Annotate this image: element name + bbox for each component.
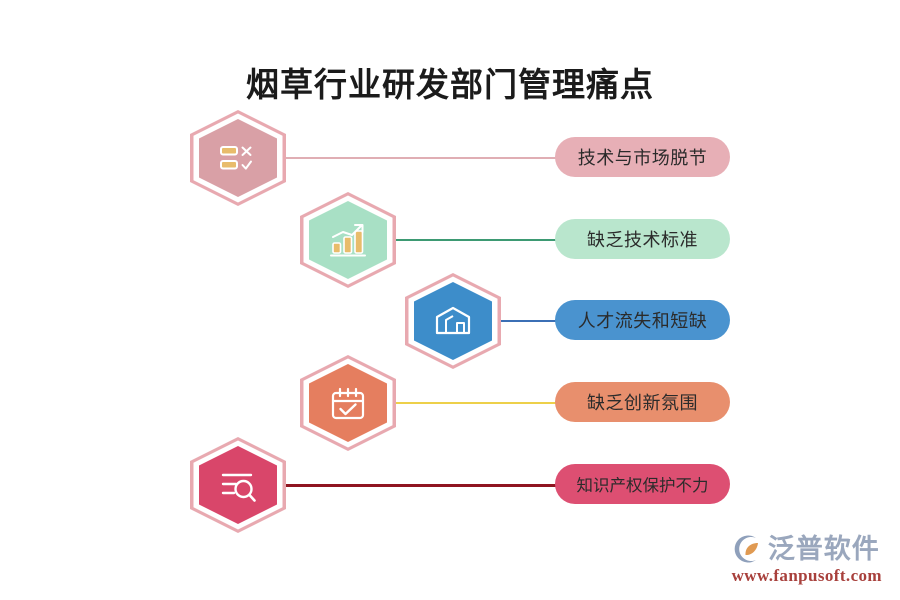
pain-point-label-5[interactable]: 知识产权保护不力 — [555, 464, 730, 504]
hex-fill-5 — [199, 446, 277, 524]
hex-badge-2[interactable] — [300, 192, 396, 288]
fanpu-logo-mark-icon — [734, 535, 758, 563]
hex-fill-3 — [414, 282, 492, 360]
pain-point-label-3[interactable]: 人才流失和短缺 — [555, 300, 730, 340]
pain-point-row-2: 缺乏技术标准 — [0, 192, 900, 288]
bar-chart-growth-icon — [330, 224, 366, 257]
warehouse-building-icon — [435, 306, 471, 335]
connector-line-3 — [453, 320, 562, 322]
pain-point-label-4[interactable]: 缺乏创新氛围 — [555, 382, 730, 422]
document-search-icon — [221, 473, 256, 502]
pain-point-label-text-1: 技术与市场脱节 — [577, 148, 708, 168]
page-title: 烟草行业研发部门管理痛点 — [246, 66, 654, 103]
calendar-check-icon — [331, 387, 365, 420]
watermark: 泛普软件 www.fanpusoft.com — [732, 534, 882, 584]
pain-point-label-text-5: 知识产权保护不力 — [576, 477, 709, 495]
pain-point-label-1[interactable]: 技术与市场脱节 — [555, 137, 730, 177]
pain-point-label-text-3: 人才流失和短缺 — [577, 311, 708, 331]
connector-line-4 — [348, 402, 562, 404]
hex-badge-3[interactable] — [405, 273, 501, 369]
pain-point-row-5: 知识产权保护不力 — [0, 437, 900, 533]
connector-line-5 — [238, 484, 562, 487]
hex-badge-1[interactable] — [190, 110, 286, 206]
watermark-brand-row: 泛普软件 — [734, 534, 880, 564]
watermark-url-text: www.fanpusoft.com — [731, 566, 882, 585]
watermark-brand-text: 泛普软件 — [767, 533, 880, 564]
pain-point-row-4: 缺乏创新氛围 — [0, 355, 900, 451]
hex-fill-4 — [309, 364, 387, 442]
pain-point-label-text-2: 缺乏技术标准 — [587, 230, 698, 250]
pain-point-row-1: 技术与市场脱节 — [0, 110, 900, 206]
connector-line-2 — [348, 239, 562, 241]
connector-line-1 — [238, 157, 562, 159]
hex-badge-4[interactable] — [300, 355, 396, 451]
pain-point-label-2[interactable]: 缺乏技术标准 — [555, 219, 730, 259]
pain-point-row-3: 人才流失和短缺 — [0, 273, 900, 369]
checklist-cross-check-icon — [220, 146, 252, 170]
pain-point-label-text-4: 缺乏创新氛围 — [587, 393, 698, 413]
hex-badge-5[interactable] — [190, 437, 286, 533]
hex-fill-1 — [199, 119, 277, 197]
